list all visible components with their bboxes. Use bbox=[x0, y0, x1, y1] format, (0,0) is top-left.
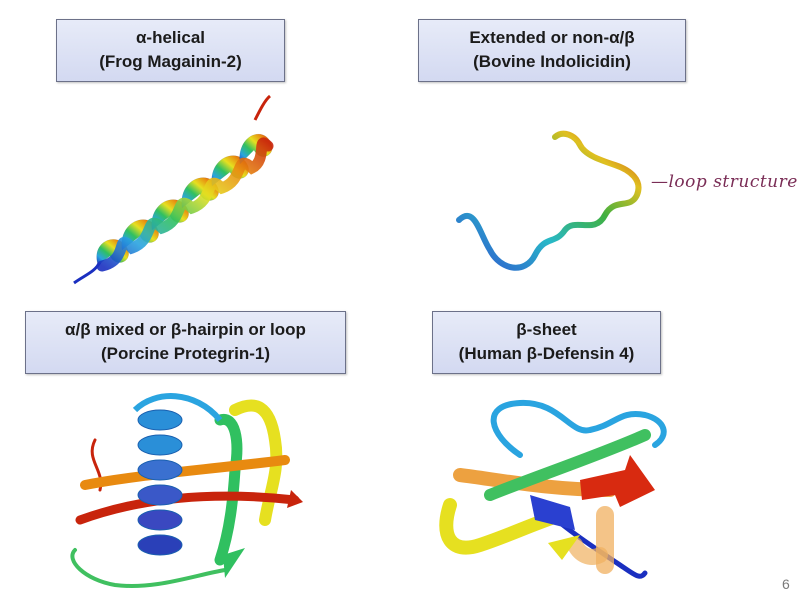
extended-structure bbox=[456, 130, 642, 271]
label-extended-example: (Bovine Indolicidin) bbox=[473, 52, 631, 71]
label-alpha-helical: α-helical (Frog Magainin-2) bbox=[56, 19, 285, 82]
label-beta-sheet-title: β-sheet bbox=[516, 320, 577, 339]
alpha-helix-structure bbox=[73, 94, 274, 285]
beta-sheet-structure bbox=[439, 399, 667, 579]
label-mixed: α/β mixed or β-hairpin or loop (Porcine … bbox=[25, 311, 346, 374]
label-mixed-title: α/β mixed or β-hairpin or loop bbox=[65, 320, 306, 339]
page-number: 6 bbox=[782, 576, 790, 592]
label-beta-sheet-example: (Human β-Defensin 4) bbox=[458, 344, 635, 363]
mixed-structure bbox=[70, 393, 303, 588]
label-extended-title: Extended or non-α/β bbox=[469, 28, 635, 47]
label-beta-sheet: β-sheet (Human β-Defensin 4) bbox=[432, 311, 661, 374]
loop-structure-annotation: —loop structure bbox=[651, 172, 798, 192]
label-alpha-helical-title: α-helical bbox=[135, 28, 206, 47]
label-alpha-helical-example: (Frog Magainin-2) bbox=[99, 52, 242, 71]
label-extended: Extended or non-α/β (Bovine Indolicidin) bbox=[418, 19, 686, 82]
label-mixed-example: (Porcine Protegrin-1) bbox=[100, 344, 271, 363]
